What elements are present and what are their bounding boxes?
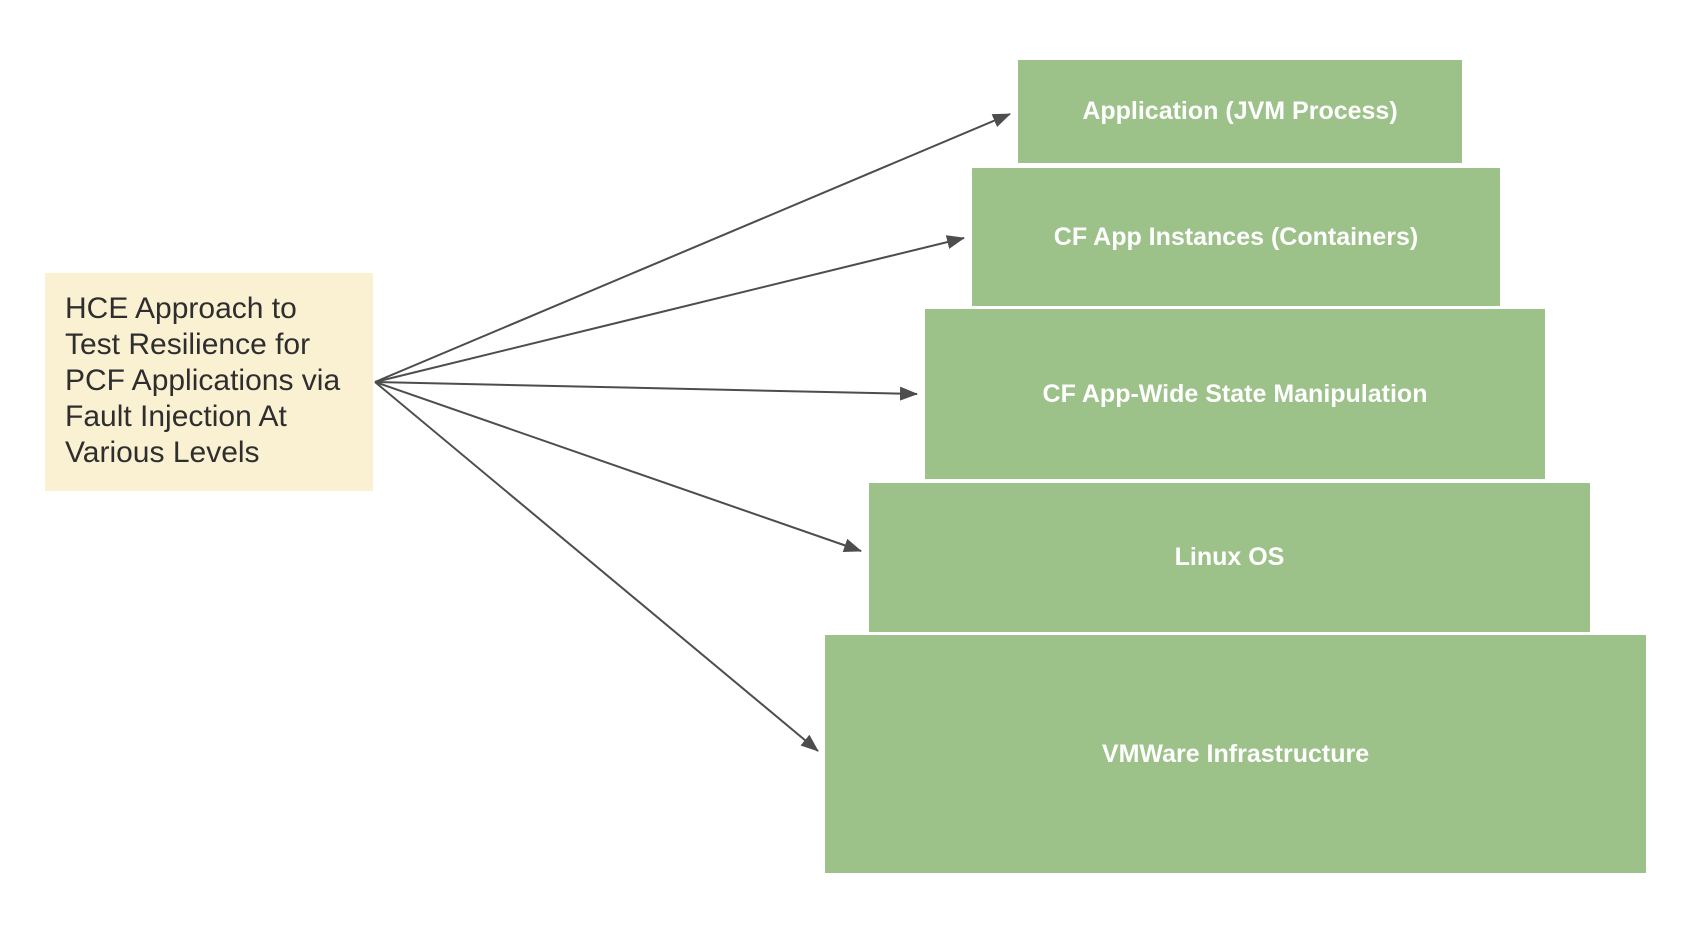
arrow-to-cf-app-wide-state [374, 381, 918, 401]
level-label: Linux OS [1174, 543, 1285, 571]
source-label-box: HCE Approach to Test Resilience for PCF … [45, 273, 373, 491]
source-label-line: HCE Approach to [65, 292, 297, 325]
level-cf-app-wide-state-manipulation: CF App-Wide State Manipulation [925, 309, 1545, 479]
level-label: VMWare Infrastructure [1101, 739, 1370, 768]
level-label: CF App Instances (Containers) [1053, 222, 1419, 251]
level-cf-app-instances-containers: CF App Instances (Containers) [972, 168, 1500, 306]
level-label: CF App-Wide State Manipulation [1042, 379, 1428, 408]
arrow-to-application [374, 113, 1011, 383]
level-label: Application (JVM Process) [1082, 97, 1398, 125]
source-label-line: Fault Injection At [65, 400, 287, 433]
source-label-line: PCF Applications via [65, 364, 341, 397]
arrow-to-cf-app-instances [374, 235, 965, 383]
source-label-line: Test Resilience for [65, 328, 311, 361]
level-application-jvm-process: Application (JVM Process) [1018, 60, 1462, 163]
arrow-to-vmware-infrastructure [374, 381, 819, 752]
level-vmware-infrastructure: VMWare Infrastructure [825, 635, 1646, 873]
arrow-to-linux-os [374, 381, 862, 553]
source-label-line: Various Levels [65, 436, 260, 469]
level-linux-os: Linux OS [869, 483, 1590, 632]
